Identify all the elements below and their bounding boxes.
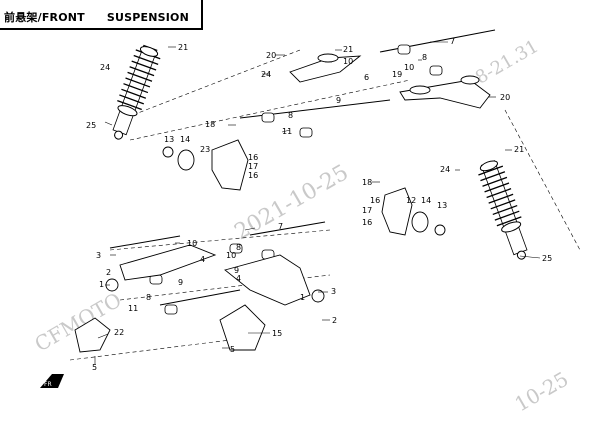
title-cn: 前悬架/FRONT [4, 11, 85, 24]
callout-8c: 8 [236, 243, 241, 252]
callout-2b: 2 [332, 316, 337, 325]
callout-9: 9 [336, 96, 341, 105]
callout-13b: 13 [437, 201, 447, 210]
callout-4: 4 [236, 274, 241, 283]
callout-19: 19 [392, 70, 402, 79]
svg-text:FR: FR [44, 381, 52, 388]
callout-1b: 1 [300, 293, 305, 302]
upper-a-arm-right [399, 75, 491, 109]
callout-3b: 3 [331, 287, 336, 296]
callout-11: 11 [282, 127, 292, 136]
callout-7b: 7 [278, 222, 283, 231]
watermark-date-fragment: 10-25 [511, 367, 573, 417]
callout-16c: 16 [370, 196, 380, 205]
callout-5b: 5 [230, 345, 235, 354]
skid-guard-right [219, 304, 266, 351]
callout-20: 20 [266, 51, 276, 60]
callout-17: 17 [248, 162, 258, 171]
callout-18b: 18 [362, 178, 372, 187]
callout-14: 14 [180, 135, 190, 144]
callout-5: 5 [92, 363, 97, 372]
callout-1: 1 [99, 280, 104, 289]
callout-10c: 10 [226, 251, 236, 260]
callout-7: 7 [450, 37, 455, 46]
callout-13: 13 [164, 135, 174, 144]
callout-10d: 10 [187, 239, 197, 248]
callout-16b: 16 [248, 171, 258, 180]
callout-21c: 21 [514, 145, 524, 154]
page-title: 前悬架/FRONT SUSPENSION [4, 9, 189, 25]
callout-leaders [94, 41, 541, 365]
callout-8b: 8 [288, 111, 293, 120]
watermark-brand-fragment: CFMOTO [31, 288, 126, 357]
title-box: 前悬架/FRONT SUSPENSION [0, 0, 203, 30]
callout-20b: 20 [500, 93, 510, 102]
callout-11b: 11 [128, 304, 138, 313]
steering-knuckle-left [162, 139, 249, 191]
callout-21: 21 [178, 43, 188, 52]
callout-14b: 14 [421, 196, 431, 205]
callout-8: 8 [422, 53, 427, 62]
callout-9c: 9 [178, 278, 183, 287]
callout-25: 25 [86, 121, 96, 130]
title-en: SUSPENSION [106, 11, 190, 24]
callout-16: 16 [248, 153, 258, 162]
callout-15: 15 [272, 329, 282, 338]
callout-10: 10 [343, 57, 353, 66]
callout-2: 2 [106, 268, 111, 277]
callout-24: 24 [100, 63, 110, 72]
steering-knuckle-right [381, 187, 446, 236]
callout-17b: 17 [362, 206, 372, 215]
front-arrow-icon: FR [40, 374, 64, 388]
callout-3: 3 [96, 251, 101, 260]
skid-guard-left [74, 317, 111, 353]
bushings [149, 44, 443, 315]
callout-8d: 8 [146, 293, 151, 302]
callout-9b: 9 [234, 266, 239, 275]
callout-24b: 24 [261, 70, 271, 79]
callout-12: 12 [406, 196, 416, 205]
callout-21b: 21 [343, 45, 353, 54]
callout-18: 18 [205, 120, 215, 129]
callout-4b: 4 [200, 255, 205, 264]
callout-labels: 21 24 25 20 24 21 10 6 7 8 19 10 20 9 8 … [86, 37, 552, 372]
callout-24c: 24 [440, 165, 450, 174]
callout-10b: 10 [404, 63, 414, 72]
shock-absorber-left [112, 44, 161, 140]
lower-a-arm [105, 244, 325, 306]
shock-absorber-right [478, 160, 528, 260]
callout-16d: 16 [362, 218, 372, 227]
callout-22: 22 [114, 328, 124, 337]
callout-23: 23 [200, 145, 210, 154]
callout-6: 6 [364, 73, 369, 82]
callout-25b: 25 [542, 254, 552, 263]
